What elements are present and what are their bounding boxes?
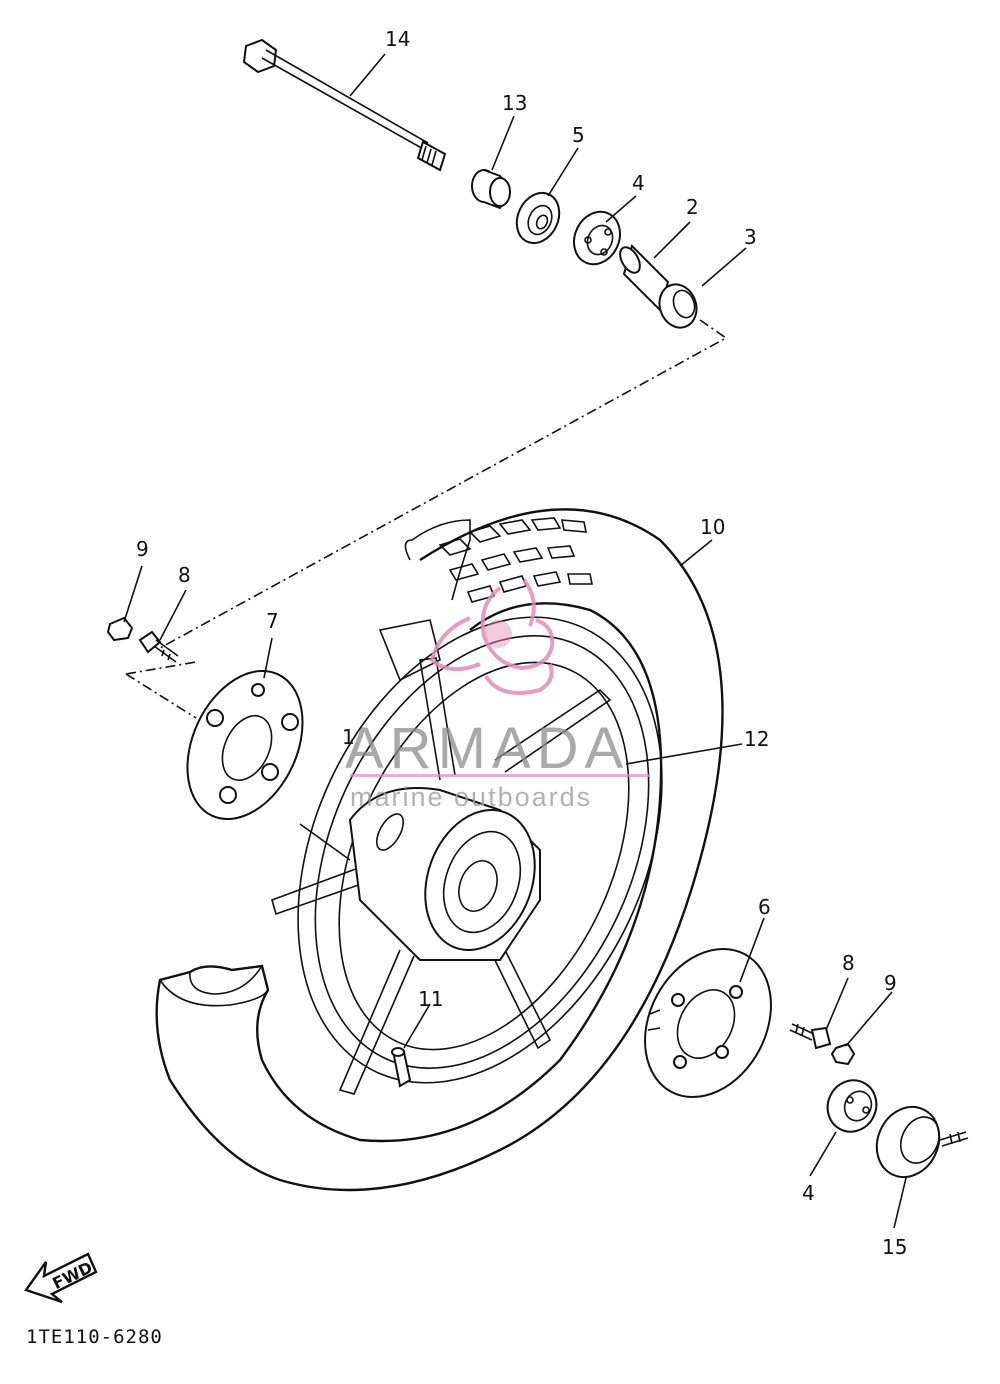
spacer-collar-part	[658, 283, 698, 329]
bolt-right	[789, 1023, 832, 1050]
label-6: 6	[758, 895, 771, 919]
watermark-tagline: marine outboards	[350, 782, 592, 812]
nut-left	[106, 616, 134, 642]
label-15: 15	[882, 1235, 907, 1259]
label-8-right: 8	[842, 951, 855, 975]
disc-plate-left	[186, 669, 304, 821]
watermark-logo-icon	[429, 578, 555, 695]
label-4-lower: 4	[802, 1181, 815, 1205]
gear-unit-part	[875, 1105, 969, 1179]
label-3: 3	[744, 225, 757, 249]
wheel-part	[271, 616, 663, 1095]
label-12: 12	[744, 727, 769, 751]
bearing-part-lower	[826, 1079, 878, 1133]
label-4-upper: 4	[632, 171, 645, 195]
collar-part	[471, 169, 511, 210]
label-13: 13	[502, 91, 527, 115]
label-7: 7	[266, 609, 279, 633]
assembly-line	[159, 319, 728, 649]
watermark-brand: ARMADA	[345, 716, 629, 781]
label-11: 11	[418, 987, 443, 1011]
label-14: 14	[385, 27, 410, 51]
leader-lines	[123, 53, 907, 1229]
bearing-part-upper	[515, 191, 561, 245]
label-9-left: 9	[136, 537, 149, 561]
fwd-arrow-icon: FWD	[24, 1252, 98, 1304]
bearing-part-mid	[573, 210, 621, 266]
bolt-left	[138, 630, 179, 663]
assembly-line-left	[125, 673, 197, 719]
label-9-right: 9	[884, 971, 897, 995]
axle-part	[242, 38, 447, 172]
watermark: ARMADA marine outboards	[345, 578, 650, 812]
disc-plate-right	[644, 947, 772, 1099]
label-10: 10	[700, 515, 725, 539]
nut-right	[830, 1042, 856, 1066]
label-5: 5	[572, 123, 585, 147]
label-1: 1	[342, 725, 355, 749]
drawing-code: 1TE110-6280	[26, 1326, 163, 1348]
label-2: 2	[686, 195, 699, 219]
label-8-left: 8	[178, 563, 191, 587]
